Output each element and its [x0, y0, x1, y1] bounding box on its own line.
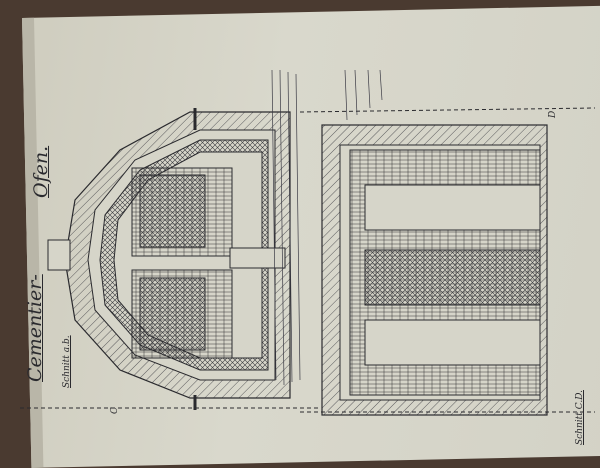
section-cd-label: Schnitt C.D. — [575, 390, 585, 445]
section-cd-drawing — [299, 107, 596, 416]
section-ab-drawing — [20, 108, 320, 410]
marker-c: C — [110, 407, 120, 414]
marker-d: D — [548, 110, 558, 118]
kiln-drawing — [20, 69, 596, 416]
title-part1: Cementier- — [24, 274, 46, 382]
section-ab-label: Schnitt a.b. — [62, 335, 72, 388]
title-part2: Ofen. — [30, 145, 52, 198]
handwritten-notes — [271, 69, 383, 386]
